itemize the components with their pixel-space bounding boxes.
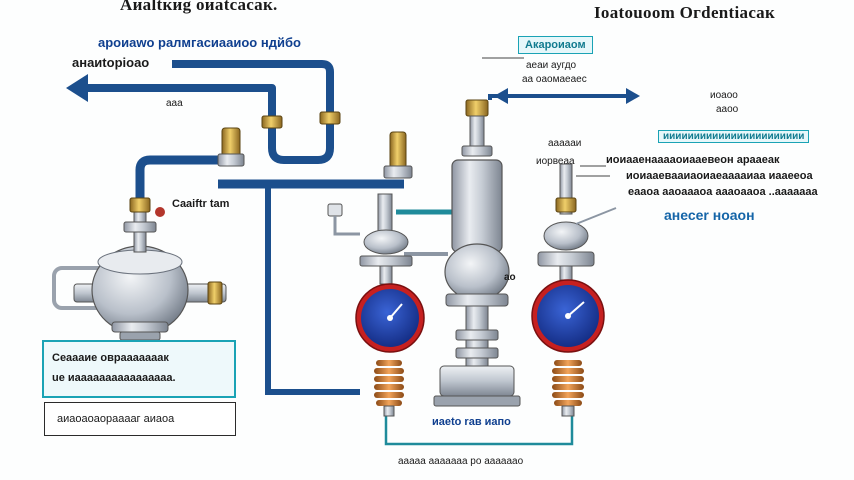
top-left-pipe [66,60,341,164]
left-info-panel: Cеаааие оврааааааак ue иаааааааааааааааа… [42,340,236,398]
mid-label-1: aaaaaи [548,138,582,149]
right-arrow-right-icon [626,88,640,104]
bottom-caption: aaааа aаааааа ро аааааао [398,456,524,467]
left-panel-line-1: Cеаааие оврааааааак [52,352,169,364]
left-valve-label: Caaiftr tam [172,198,230,210]
right-teal-strip: иииииииииииииииииииииии [658,130,810,143]
right-pair-1: иоаоо [710,90,738,101]
leader-lines [482,57,610,177]
right-arrow-left-icon [494,88,508,104]
gauge-label-mid: ао [504,272,516,283]
teal-chip-sub-2: аа оaомаеаес [522,74,587,85]
right-line-1: иоиааенааааоиааевеон арааеак [606,154,780,166]
header-valves [217,127,413,179]
bottom-center-label: иаеtо rав иапо [432,416,511,428]
right-gauge-assembly [531,163,617,417]
left-gauge-assembly [327,193,425,417]
main-regulator [52,197,227,341]
top-left-sub: aнаиtорiоаo [72,55,150,70]
left-footer-panel: аиаоаоаорааааг аиаоа [44,402,236,436]
left-panel-line-2: ue иаааааааааааааааа. [52,372,176,384]
left-panel-footer: аиаоаоаорааааг аиаоа [57,413,175,425]
right-pair-2: ааоо [716,104,739,115]
right-line-2: иоиааевааиаоиаеааааиаа иааееоа [626,170,813,182]
center-column [433,88,640,407]
top-blue-banner: ароиаwо ралмгасиааиоо ндйбо [98,35,301,50]
right-bold-blue: aнесеr ноаон [664,207,755,223]
title-left: Aиаltкиg oиatсaсaк. [120,0,278,14]
mid-label-2: иорвеаа [536,156,575,167]
pipe-small-label: ааа [166,98,183,109]
teal-lines [384,209,574,446]
teal-chip-sub-1: аеаи аугдо [526,60,577,71]
main-header-pipe [135,155,404,395]
teal-chip: Акароиаом [518,36,593,55]
right-line-3: еааоа ааоаааоа аааоааоа ..ааааааа [628,186,818,198]
title-right: Ioatouoom Oгdentiaсaк [594,3,776,22]
left-arrow-icon [66,74,88,102]
